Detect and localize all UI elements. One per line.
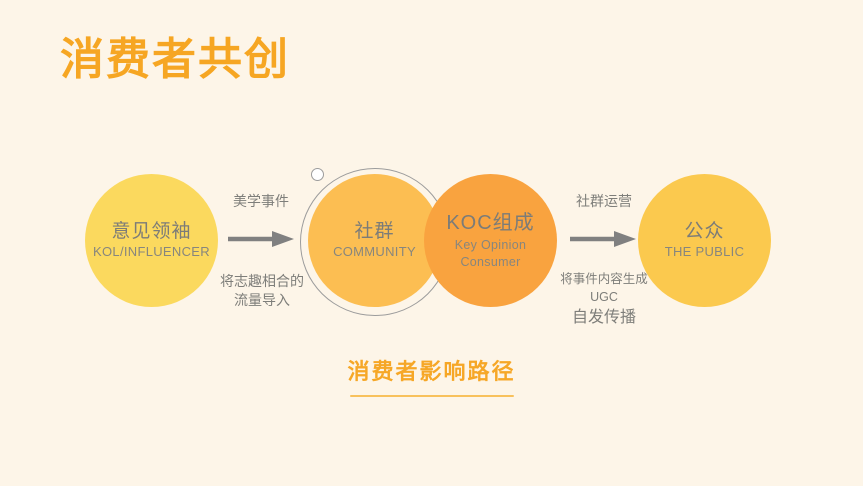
edge-2-label-below-line1: 将事件内容生成 xyxy=(560,272,648,286)
edge-1-label-below-line1: 将志趣相合的 xyxy=(220,273,304,289)
node-koc-cn-label: KOC组成 xyxy=(446,211,535,234)
caption-underline-rule xyxy=(349,394,514,397)
edge-1-label-below: 将志趣相合的 流量导入 xyxy=(192,272,332,310)
page-title: 消费者共创 xyxy=(60,35,290,84)
edge-1-label-below-line2: 流量导入 xyxy=(234,291,290,308)
node-koc-en-label-line1: Key Opinion xyxy=(454,237,527,252)
node-kol[interactable]: 意见领袖 KOL/INFLUENCER xyxy=(85,174,218,307)
node-kol-cn-label: 意见领袖 xyxy=(111,220,192,242)
edge-2-label-below-line2: UGC xyxy=(590,290,618,305)
arrow-right-icon-2 xyxy=(570,231,636,247)
edge-2-label-above: 社群运营 xyxy=(576,193,632,209)
edge-1-label-above: 美学事件 xyxy=(233,193,289,209)
node-kol-en-label: KOL/INFLUENCER xyxy=(93,244,210,260)
edge-2-label-below: 将事件内容生成 UGC 自发传播 xyxy=(540,270,668,329)
node-public-en-label: THE PUBLIC xyxy=(664,244,745,260)
arrow-right-icon-1 xyxy=(228,231,294,247)
caption-block: 消费者影响路径 xyxy=(0,358,863,397)
node-community-cn-label: 社群 xyxy=(354,220,395,242)
node-community-en-label: COMMUNITY xyxy=(333,244,416,260)
node-public-cn-label: 公众 xyxy=(684,220,725,242)
caption-title: 消费者影响路径 xyxy=(347,359,516,384)
node-public[interactable]: 公众 THE PUBLIC xyxy=(638,174,771,307)
node-community[interactable]: 社群 COMMUNITY xyxy=(308,174,441,307)
edge-2-label-below-line3: 自发传播 xyxy=(571,309,636,327)
ring-node-dot-icon xyxy=(311,168,324,181)
node-koc[interactable]: KOC组成 Key Opinion Consumer xyxy=(424,174,557,307)
node-koc-en-label-line2: Consumer xyxy=(460,254,521,269)
